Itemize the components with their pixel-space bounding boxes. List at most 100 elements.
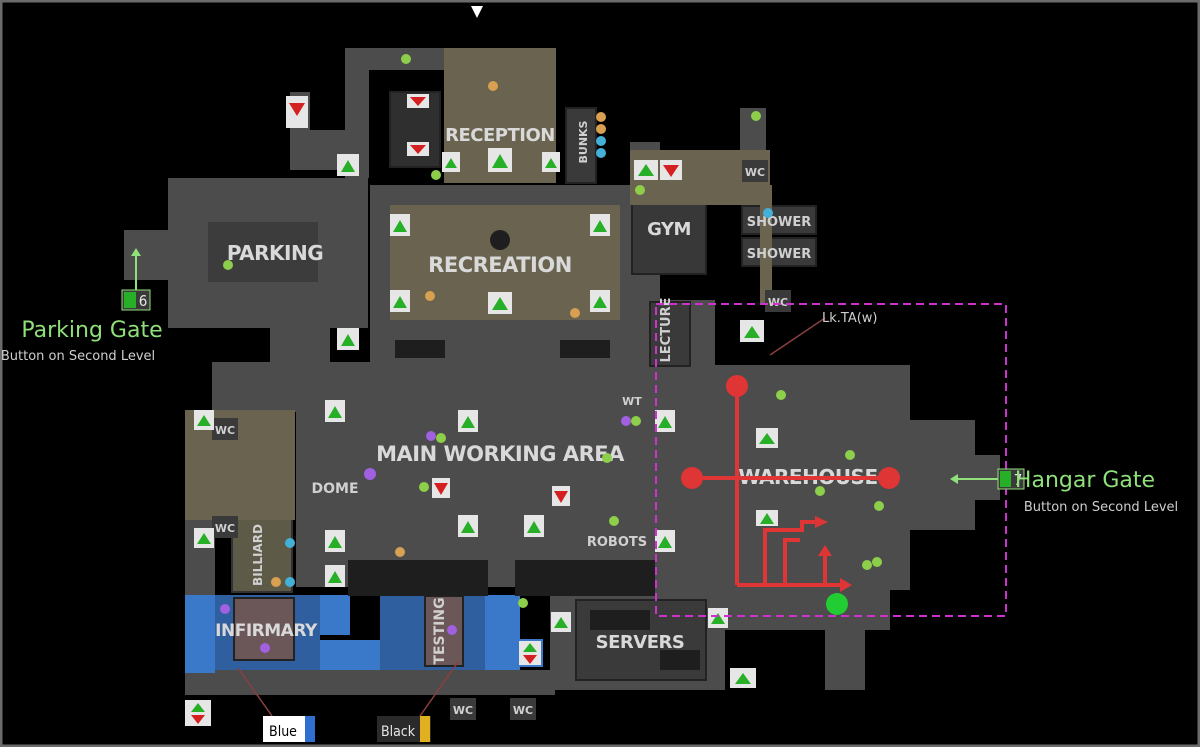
item-marker-icon — [425, 291, 435, 301]
stairs-down-icon — [286, 96, 308, 128]
spawn-point-icon — [826, 593, 848, 615]
parking-gate-title: Parking Gate — [21, 318, 162, 343]
keycard-blue: Blue — [237, 667, 315, 742]
keycard-black: Black — [377, 661, 459, 742]
item-marker-icon — [401, 54, 411, 64]
stairs-up-icon — [458, 410, 478, 432]
room-recreation-label: RECREATION — [428, 253, 572, 277]
item-marker-icon — [426, 431, 436, 441]
item-marker-icon — [621, 416, 631, 426]
stairs-up-icon — [337, 154, 359, 176]
item-marker-icon — [364, 468, 376, 480]
item-marker-icon — [862, 560, 872, 570]
item-marker-icon — [223, 260, 233, 270]
stairs-up-icon — [756, 428, 778, 448]
route-overlay — [692, 386, 889, 587]
wc-label: WC — [215, 522, 235, 535]
keycard-black-label: Black — [381, 724, 416, 740]
stairs-up-icon — [442, 152, 460, 172]
item-marker-icon — [609, 516, 619, 526]
stairs-up-icon — [634, 160, 658, 180]
stairs-up-icon — [542, 152, 560, 172]
wc-label: WC — [215, 424, 235, 437]
hangar-gate-subtitle: Button on Second Level — [1024, 500, 1178, 515]
stairs-up-icon — [740, 320, 764, 342]
stairs-up-icon — [590, 290, 610, 312]
item-marker-icon — [872, 557, 882, 567]
item-marker-icon — [596, 124, 606, 134]
room-robots-label: ROBOTS — [587, 535, 647, 550]
wc-label: WC — [768, 296, 788, 309]
stairs-up-icon — [194, 410, 214, 430]
stairs-down-icon — [432, 478, 450, 498]
item-marker-icon — [447, 625, 457, 635]
parking-gate-number: 6 — [139, 292, 148, 310]
structural-details — [348, 230, 700, 670]
stairs-up-icon — [488, 292, 512, 314]
wc-label: WC — [745, 166, 765, 179]
item-marker-icon — [815, 486, 825, 496]
item-marker-icon — [602, 453, 612, 463]
room-shower-2-label: SHOWER — [747, 247, 812, 262]
stairs-up-icon — [730, 668, 756, 688]
exit-icon — [1000, 471, 1011, 487]
item-marker-icon — [395, 547, 405, 557]
north-marker-icon — [471, 6, 483, 18]
stairs-up-icon — [325, 530, 345, 552]
item-marker-icon — [271, 577, 281, 587]
room-parking-label: PARKING — [227, 241, 323, 265]
item-markers[interactable] — [220, 54, 884, 653]
item-marker-icon — [763, 208, 773, 218]
item-marker-icon — [488, 81, 498, 91]
stairs-up-icon — [325, 400, 345, 422]
stairs-down-icon — [407, 94, 429, 108]
parking-gate: 6 Parking Gate Button on Second Level — [1, 248, 163, 364]
route-endpoints — [681, 375, 900, 592]
stairs-up-icon — [337, 328, 359, 350]
item-marker-icon — [260, 643, 270, 653]
room-gym-label: GYM — [647, 219, 691, 240]
stair-markers[interactable] — [185, 94, 778, 726]
room-billiard-label: BILLIARD — [251, 524, 265, 586]
stairs-up-icon — [488, 148, 512, 172]
room-main-working-area-label: MAIN WORKING AREA — [376, 442, 625, 466]
stairs-down-icon — [407, 142, 429, 156]
room-servers-label: SERVERS — [596, 632, 685, 653]
room-bunks-label: BUNKS — [577, 120, 590, 163]
keycard-blue-label: Blue — [269, 724, 297, 740]
item-marker-icon — [596, 136, 606, 146]
stairs-down-icon — [552, 486, 570, 506]
stairs-up-icon — [551, 612, 571, 632]
stairs-up-icon — [325, 565, 345, 587]
hangar-gate-number: 7 — [1014, 471, 1023, 489]
item-marker-icon — [596, 112, 606, 122]
item-marker-icon — [596, 148, 606, 158]
room-reception-label: RECEPTION — [445, 125, 555, 146]
wc-label: WC — [453, 704, 473, 717]
item-marker-icon — [874, 501, 884, 511]
hangar-gate: 7 Hangar Gate Button on Second Level — [950, 468, 1178, 515]
room-lecture-label: LECTURE — [659, 297, 674, 362]
room-testing-label: TESTING — [432, 597, 448, 664]
parking-gate-subtitle: Button on Second Level — [1, 349, 155, 364]
stairs-up-icon — [194, 528, 214, 548]
lock-label: Lk.TA(w) — [822, 311, 878, 326]
blue-zone — [185, 595, 520, 673]
stairs-up-icon — [390, 214, 410, 236]
item-marker-icon — [431, 170, 441, 180]
stairs-up-icon — [708, 608, 728, 628]
room-wt-label: WT — [622, 395, 642, 408]
item-marker-icon — [751, 111, 761, 121]
lock-pointer — [769, 317, 826, 356]
stairs-up-icon — [655, 410, 675, 432]
item-marker-icon — [285, 538, 295, 548]
item-marker-icon — [436, 433, 446, 443]
elevator-icon — [185, 700, 211, 726]
item-marker-icon — [220, 604, 230, 614]
item-marker-icon — [570, 308, 580, 318]
item-marker-icon — [518, 598, 528, 608]
stairs-down-icon — [660, 160, 682, 180]
exit-icon — [124, 292, 136, 308]
room-infirmary-label: INFIRMARY — [215, 621, 318, 641]
